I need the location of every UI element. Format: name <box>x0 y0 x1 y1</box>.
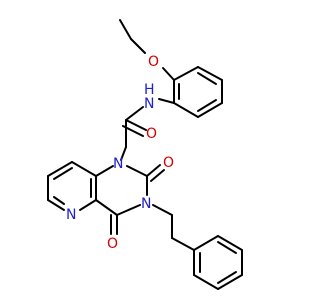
ring-a-inner-bond <box>197 99 217 112</box>
ring-a-inner-bond <box>197 72 217 85</box>
ether-oxygen-label: O <box>148 54 159 70</box>
ring-d-bond <box>193 235 219 251</box>
atom-labels: O N H O N O N O N <box>66 54 174 252</box>
amide-linkage <box>120 98 175 161</box>
ring-a-bond <box>173 66 199 81</box>
ring-a-bond <box>197 102 223 118</box>
ring-d-inner-bond <box>217 271 237 284</box>
ring-a-bond <box>197 66 223 81</box>
bond-n3-ch2 <box>152 204 173 216</box>
ring-c-bond <box>71 161 97 177</box>
ring-b-bond <box>95 165 114 177</box>
ring-b-bond <box>126 165 148 177</box>
ring-c-bond <box>47 161 73 177</box>
bond-carbonyl-o <box>125 119 147 131</box>
ring-c-inner-bond <box>53 167 73 180</box>
ring-c-bond <box>79 199 97 211</box>
ring-o2-label: O <box>163 155 174 171</box>
ring-d-bond <box>217 274 243 290</box>
amide-hydrogen-label: H <box>144 82 155 98</box>
bond-ethyl-ch3 <box>119 19 132 40</box>
pyridine-nitrogen-label: N <box>66 207 76 223</box>
amide-nitrogen-label: N <box>144 96 154 112</box>
ring-b-bond <box>116 204 141 216</box>
bond-aryl-n <box>158 98 175 104</box>
bond-c2-o-double <box>150 169 165 182</box>
ethoxy-group <box>119 19 175 81</box>
amide-oxygen-label: O <box>146 126 157 142</box>
ethoxyphenyl-ring <box>173 66 223 118</box>
ring-d-bond <box>193 274 219 290</box>
pyrimidinedione-ring <box>95 164 165 235</box>
ring-o4-label: O <box>107 236 118 252</box>
ring-b-bond <box>95 199 118 216</box>
ring-d-inner-bond <box>217 241 237 254</box>
bond-c2-o <box>146 164 161 177</box>
ring-d-bond <box>217 235 243 251</box>
pyridine-ring <box>47 161 97 211</box>
bond-ch2-n1 <box>120 146 127 161</box>
ring-a-bond <box>173 102 199 118</box>
ring-n1-label: N <box>113 156 123 172</box>
bond-n-carbonyl <box>125 106 144 121</box>
bond-ch2-phenyl <box>171 237 195 251</box>
phenyl-ring <box>193 235 243 290</box>
bond-ether-aryl <box>162 67 175 81</box>
phenethyl-chain <box>152 204 195 251</box>
ring-c-bond <box>47 199 65 211</box>
ring-c-inner-bond <box>53 196 65 205</box>
ring-n3-label: N <box>141 196 151 212</box>
structure-svg: O N H O N O N O N <box>47 19 243 290</box>
bond-ethyl-ch2 <box>130 38 146 54</box>
molecule-diagram: O N H O N O N O N <box>47 19 243 290</box>
